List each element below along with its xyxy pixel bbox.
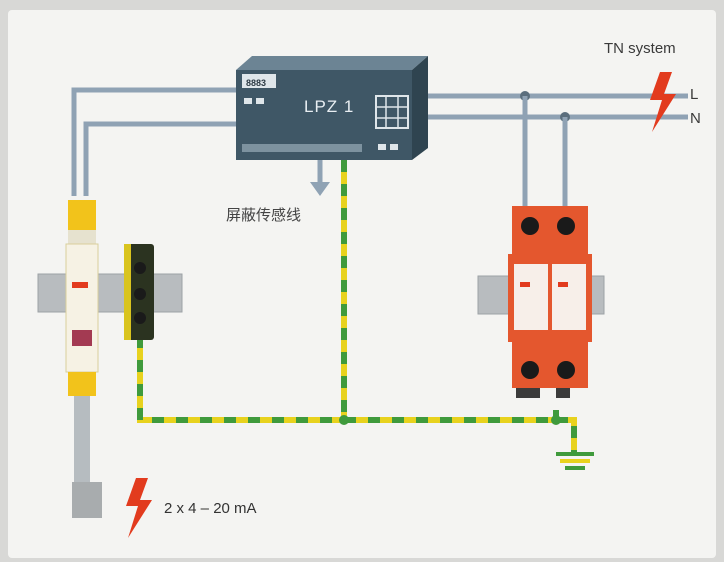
shield-terminal [124, 244, 154, 340]
monitor-label: LPZ 1 [304, 97, 355, 116]
power-spd-module [508, 206, 592, 398]
sensor-line-label: 屏蔽传感线 [226, 207, 302, 224]
lightning-bolt-icon [126, 478, 152, 538]
earth-conductors [137, 160, 577, 452]
signal-protector [65, 200, 102, 518]
tn-system-label: TN system [604, 40, 676, 57]
arrow-down-icon [310, 160, 330, 196]
earth-ground-icon [556, 452, 594, 470]
current-loop-label: 2 x 4 – 20 mA [164, 500, 257, 517]
din-rail-left [37, 273, 183, 313]
wire-left-outer [71, 87, 236, 196]
monitor-display-label: 8883 [246, 78, 267, 88]
wire-left-inner [83, 121, 236, 196]
line-l-label: L [690, 86, 699, 103]
lpz-monitor-device [236, 56, 428, 160]
line-n-label: N [690, 110, 701, 127]
lightning-bolt-icon [650, 72, 676, 132]
